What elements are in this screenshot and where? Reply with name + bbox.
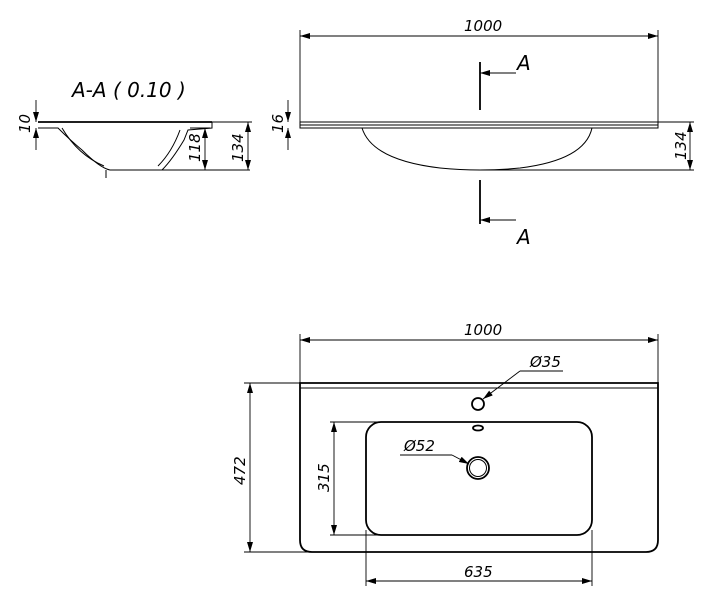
dim-width-label: 1000 <box>464 17 502 35</box>
tap-hole-label: Ø35 <box>529 353 561 371</box>
dim-bowl-depth: 118 <box>186 128 208 170</box>
tap-hole <box>471 397 485 411</box>
plan-view: 1000 Ø35 Ø52 472 315 635 <box>231 321 659 586</box>
plan-dim-depth-label: 472 <box>231 456 249 485</box>
dim-total-height-label: 134 <box>229 133 247 162</box>
bowl-outline-plan <box>365 421 593 536</box>
dim-rim-label: 10 <box>16 114 34 133</box>
plan-dim-bowl-depth-label: 315 <box>315 463 333 492</box>
countertop-outline <box>299 382 659 553</box>
plan-dim-width-label: 1000 <box>464 321 502 339</box>
section-label-bottom: A <box>515 225 531 249</box>
drain-hole <box>466 456 490 480</box>
dim-rim: 10 <box>16 100 39 150</box>
plan-dim-bowl-width-label: 635 <box>464 563 493 581</box>
drain-hole-label: Ø52 <box>403 437 435 455</box>
overflow-hole <box>472 424 484 432</box>
dim-bowl-depth-label: 118 <box>186 133 204 162</box>
section-marker-top: A <box>479 51 531 110</box>
section-label-top: A <box>515 51 531 75</box>
dim-total-height: 134 <box>229 122 251 170</box>
section-profile <box>38 121 252 178</box>
section-title: A-A ( 0.10 ) <box>70 78 186 102</box>
dim-slab-label: 16 <box>269 114 287 133</box>
front-view: 1000 134 16 A A <box>269 17 694 249</box>
dim-height-label: 134 <box>672 131 690 160</box>
bowl-outline <box>361 127 593 171</box>
section-marker-bottom: A <box>479 180 531 249</box>
section-view: A-A ( 0.10 ) 10 118 134 <box>16 78 252 178</box>
